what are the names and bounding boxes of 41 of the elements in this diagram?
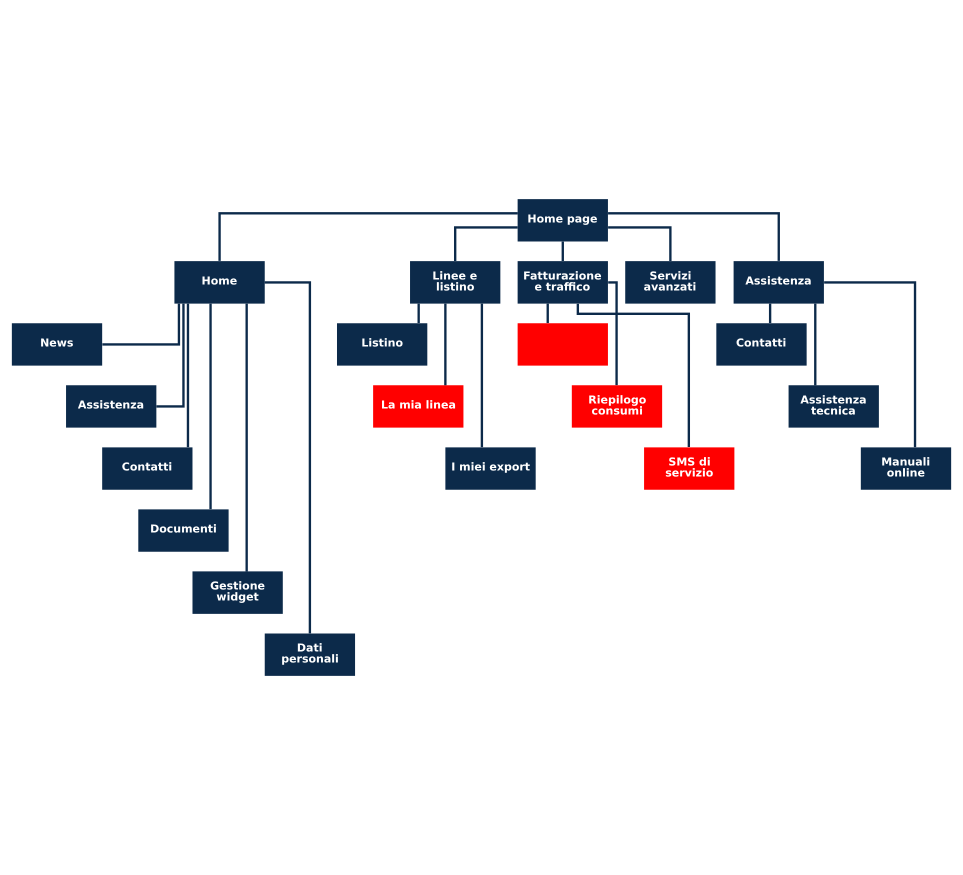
node-box: Assistenza (66, 385, 156, 428)
connector (562, 242, 564, 261)
connector (218, 212, 518, 261)
connector (102, 304, 180, 346)
connector (246, 304, 248, 572)
node-box: Home (174, 261, 265, 304)
node-box: Fatturazione e traffico (518, 261, 608, 304)
connector (608, 226, 672, 261)
node-box: Contatti (716, 323, 807, 366)
node-box: Gestione widget (192, 571, 283, 614)
node-box: Linee e listino (410, 261, 500, 304)
connector (608, 212, 780, 261)
node-box (518, 323, 608, 366)
node-box: Manuali online (860, 447, 952, 490)
connector (814, 304, 816, 386)
connector (608, 281, 618, 386)
connector (824, 281, 916, 448)
connector (418, 304, 420, 324)
connector (768, 304, 772, 324)
connector (264, 281, 312, 634)
connector (209, 304, 212, 510)
node-box: News (12, 323, 102, 366)
node-box: Dati personali (264, 633, 356, 676)
connector (546, 304, 549, 324)
node-box: Documenti (138, 509, 229, 552)
connector (480, 304, 484, 448)
connector (444, 304, 447, 386)
connector (156, 304, 185, 408)
node-box: Assistenza tecnica (788, 385, 879, 428)
node-box: Listino (337, 323, 428, 366)
connector (576, 304, 690, 447)
node-box: Servizi avanzati (625, 261, 716, 304)
node-box: Contatti (102, 447, 192, 490)
connector (186, 304, 190, 448)
connector (454, 226, 518, 261)
node-box: Assistenza (734, 261, 824, 304)
node-box: La mia linea (373, 385, 464, 428)
node-box: Home page (518, 199, 608, 242)
node-box: SMS di servizio (644, 447, 734, 490)
node-box: Riepilogo consumi (572, 385, 662, 428)
node-box: I miei export (445, 447, 536, 490)
